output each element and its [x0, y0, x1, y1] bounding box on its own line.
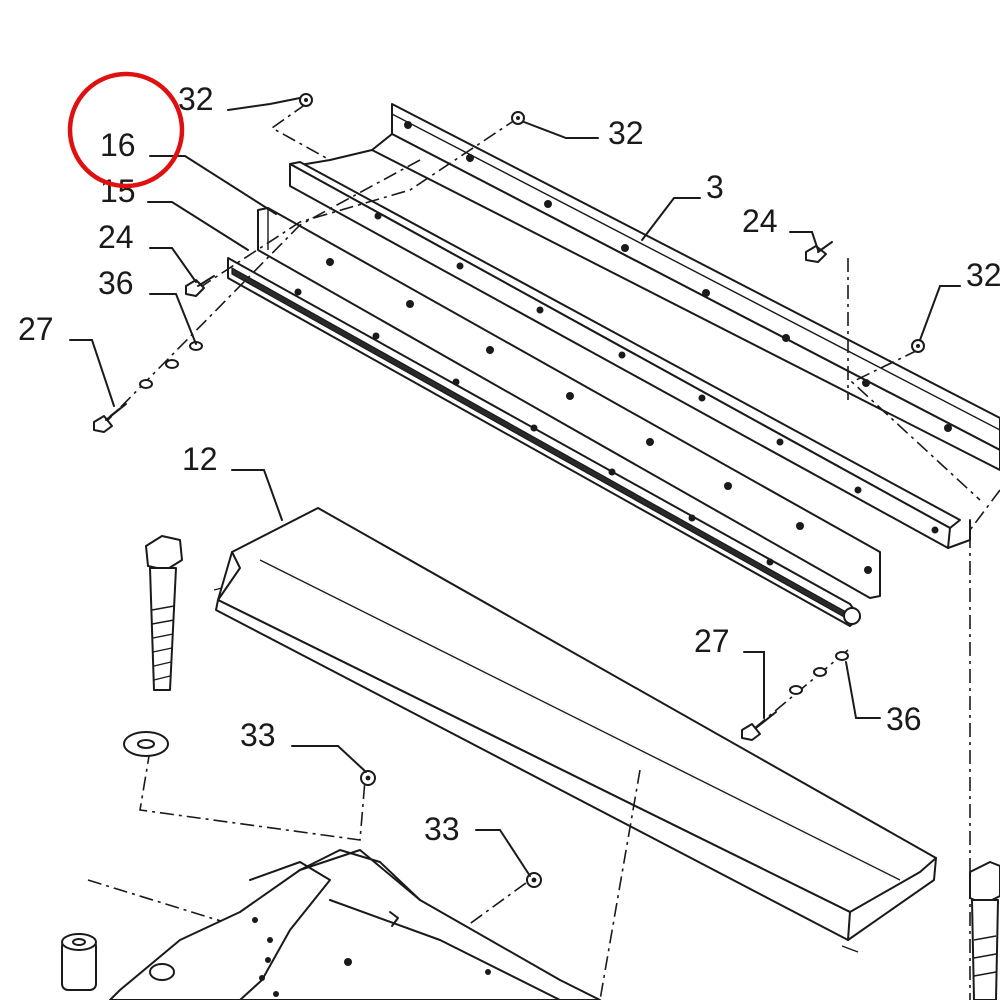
callout-12: 12	[182, 441, 218, 477]
large-hex-bolt-left	[123, 535, 183, 757]
hardware-33-nut-a	[360, 770, 376, 786]
leader-lines	[69, 97, 961, 877]
part-3-holes	[404, 121, 952, 432]
callout-3: 3	[706, 169, 724, 205]
part-12-tray	[213, 507, 937, 953]
hardware-32-nut-right	[911, 339, 925, 353]
callout-labels: 32 16 15 24 36 27 32 3 24 32 12 27 36 33…	[18, 81, 1000, 847]
callout-27-right: 27	[694, 623, 730, 659]
hardware-32-nut-top-left	[299, 93, 313, 107]
callout-33-a: 33	[240, 717, 276, 753]
part-16-holes	[374, 212, 939, 534]
callout-27-left: 27	[18, 311, 54, 347]
bushing	[61, 933, 97, 991]
frame-bracket	[109, 849, 601, 1001]
part-3-angle-channel	[299, 103, 1000, 471]
callout-15: 15	[100, 173, 136, 209]
part-15-holes	[326, 258, 872, 574]
callout-24-left: 24	[98, 219, 134, 255]
callout-36-left: 36	[98, 265, 134, 301]
large-hex-bolt-right	[969, 861, 1000, 1001]
callout-32-top-right: 32	[608, 115, 644, 151]
rubber-strip-holes	[294, 288, 774, 566]
callout-36-right: 36	[886, 701, 922, 737]
assembly-centerlines	[87, 103, 1000, 1001]
part-16-strip	[289, 161, 971, 549]
callout-33-b: 33	[424, 811, 460, 847]
highlight-circle-16	[67, 71, 185, 189]
rubber-strip	[227, 257, 861, 627]
callout-32-top-left: 32	[178, 81, 214, 117]
hardware-27-bolt-left	[93, 403, 127, 433]
hardware-27-bolt-right	[741, 711, 777, 741]
callout-24-right: 24	[742, 203, 778, 239]
hardware-36-washers-right	[789, 651, 849, 695]
hardware-36-washers-left	[139, 341, 203, 389]
hardware-24-bolt-left	[185, 275, 215, 297]
callout-16: 16	[100, 127, 136, 163]
hardware-32-nut-top-right	[511, 111, 525, 125]
callout-32-right: 32	[966, 257, 1000, 293]
hardware-24-bolt-right	[805, 241, 833, 263]
